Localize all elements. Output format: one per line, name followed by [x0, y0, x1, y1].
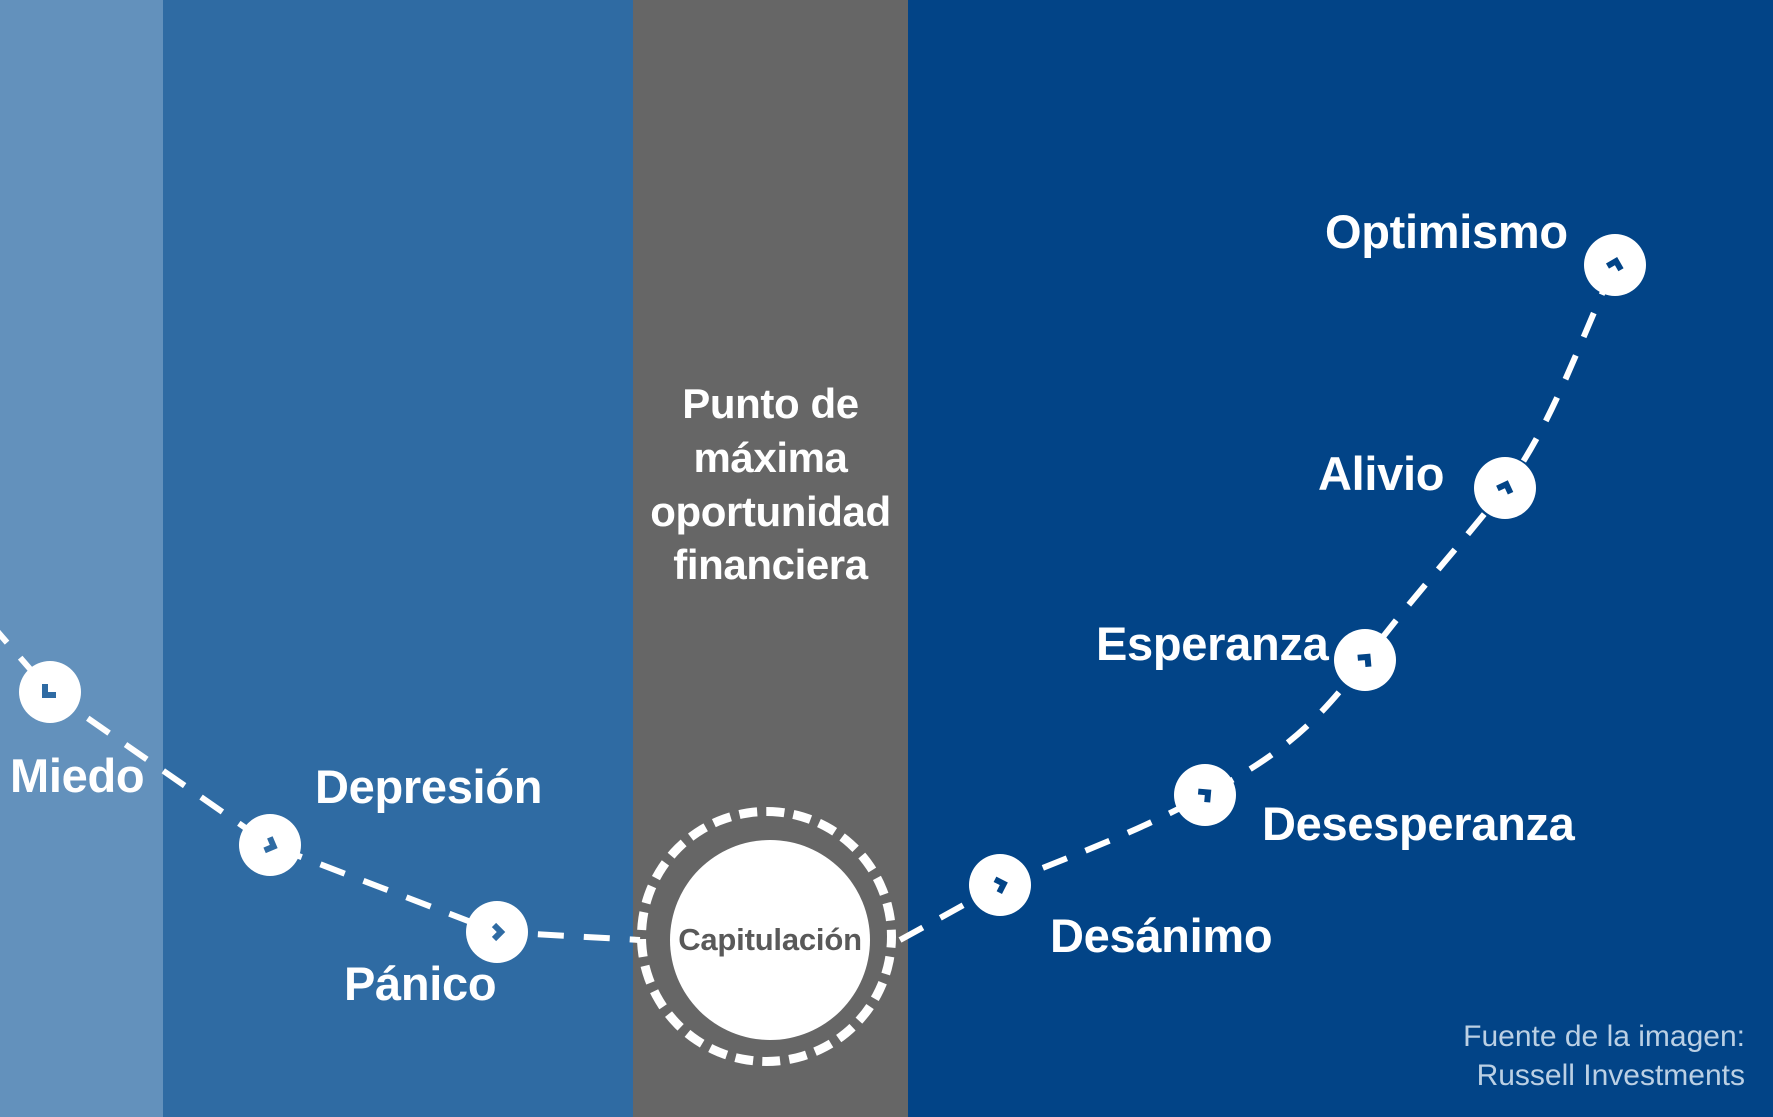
stage-label-depresion: Depresión — [315, 760, 543, 813]
stage-marker-alivio[interactable] — [1474, 457, 1536, 519]
stage-marker-optimismo[interactable] — [1584, 234, 1646, 296]
stage-marker-desesperanza[interactable] — [1174, 764, 1236, 826]
max-opportunity-note: Punto de máxima oportunidad financiera — [633, 377, 908, 592]
background-band-phase-4 — [908, 0, 1773, 1117]
arrow-right-icon — [485, 920, 509, 944]
max-opportunity-note-line-1: Punto de — [682, 380, 859, 427]
stage-marker-panico[interactable] — [466, 901, 528, 963]
stage-label-alivio: Alivio — [1318, 447, 1445, 500]
background-band-phase-2 — [163, 0, 633, 1117]
source-credit: Fuente de la imagen: Russell Investments — [1463, 1017, 1745, 1095]
max-opportunity-note-line-2: máxima — [693, 433, 848, 481]
capitulation-node[interactable]: Capitulación — [633, 803, 908, 1078]
stage-label-panico: Pánico — [344, 957, 497, 1010]
arrow-down-right-icon — [38, 680, 62, 704]
arrow-up-icon — [1603, 253, 1627, 277]
source-credit-line-2: Russell Investments — [1476, 1059, 1745, 1092]
max-opportunity-note-line-3: oportunidad — [650, 487, 891, 535]
stage-label-miedo: Miedo — [10, 749, 145, 802]
stage-label-desanimo: Desánimo — [1050, 909, 1273, 962]
stage-label-optimismo: Optimismo — [1325, 205, 1568, 258]
arrow-up-right-icon — [1353, 648, 1377, 672]
arrow-up-right-icon — [988, 873, 1012, 897]
stage-marker-desanimo[interactable] — [969, 854, 1031, 916]
arrow-up-icon — [1493, 476, 1517, 500]
arrow-down-right-icon — [258, 833, 282, 857]
capitulation-dashed-ring — [637, 807, 896, 1066]
capitulation-circle[interactable]: Capitulación — [670, 840, 870, 1040]
stage-label-esperanza: Esperanza — [1096, 617, 1329, 670]
max-opportunity-note-line-4: financiera — [673, 541, 868, 589]
stage-label-desesperanza: Desesperanza — [1262, 797, 1575, 850]
stage-marker-esperanza[interactable] — [1334, 629, 1396, 691]
capitulation-label: Capitulación — [678, 922, 862, 957]
stage-marker-miedo[interactable] — [19, 661, 81, 723]
arrow-up-right-icon — [1193, 783, 1217, 807]
background-band-phase-1 — [0, 0, 163, 1117]
stage-marker-depresion[interactable] — [239, 814, 301, 876]
source-credit-line-1: Fuente de la imagen: — [1463, 1020, 1745, 1053]
